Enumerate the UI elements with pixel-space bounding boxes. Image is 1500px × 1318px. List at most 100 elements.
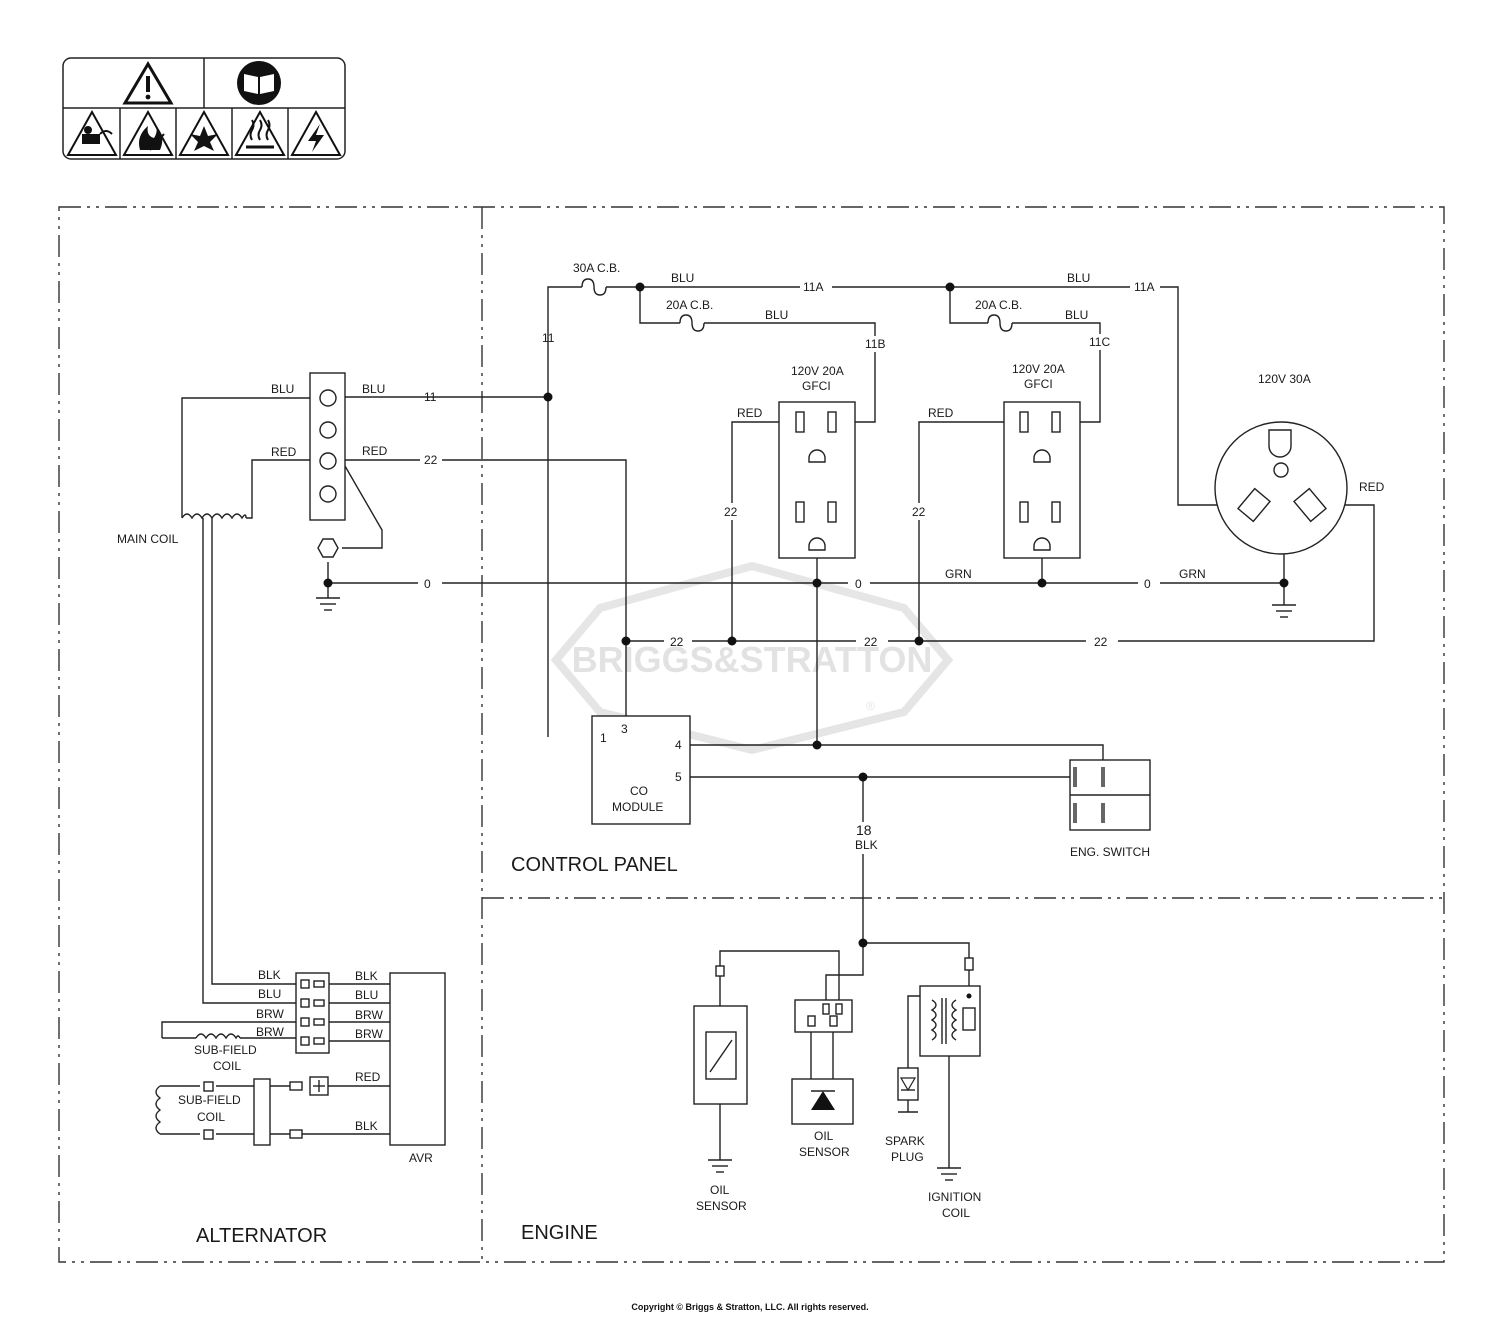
- ignition-coil-label-line1: IGNITION: [928, 1190, 981, 1204]
- wire-label-red-strip: RED: [362, 444, 388, 458]
- wire-label-red-gfci1: RED: [737, 406, 763, 420]
- co-pin-5: 5: [675, 770, 682, 784]
- copyright-footer: Copyright © Briggs & Stratton, LLC. All …: [631, 1302, 869, 1312]
- ignition-coil-label-line2: COIL: [942, 1206, 970, 1220]
- wire-label-blu-cb2: BLU: [1065, 308, 1088, 322]
- avr-connector: [295, 972, 330, 1054]
- spark-plug: [897, 995, 920, 1113]
- wire-label-blk-18: BLK: [855, 838, 878, 852]
- oil-sensor-2-label-line2: SENSOR: [799, 1145, 850, 1159]
- warning-panel: [62, 57, 346, 160]
- oil-sensor-2-label-line1: OIL: [814, 1129, 834, 1143]
- ignition-coil: [919, 957, 981, 1181]
- gfci-2-label-line2: GFCI: [1024, 377, 1053, 391]
- watermark-text: BRIGGS&STRATTON: [572, 639, 933, 680]
- cb-20a-2-label: 20A C.B.: [975, 298, 1022, 312]
- cb-30a-label: 30A C.B.: [573, 261, 620, 275]
- wire-label-22-strip: 22: [424, 453, 438, 467]
- wire-label-22-b: 22: [864, 635, 878, 649]
- avr-module: [389, 972, 446, 1146]
- wire-label-11c: 11C: [1089, 335, 1110, 349]
- wire-label-11: 11: [424, 390, 437, 404]
- wire-label-11a-1: 11A: [803, 280, 823, 294]
- wire-label-22-gfci1: 22: [724, 505, 738, 519]
- wire-label-0-mid2: 0: [1144, 577, 1151, 591]
- ground-stud-nut: [317, 538, 339, 558]
- wire-label-11a-2: 11A: [1134, 280, 1154, 294]
- gfci-1-label-line1: 120V 20A: [791, 364, 844, 378]
- junction-dots: [323, 282, 1289, 948]
- explosion-icon: [178, 109, 230, 156]
- sub-field-connector: [253, 1078, 271, 1146]
- electric-shock-icon: [290, 109, 342, 156]
- co-pin-4: 4: [675, 738, 682, 752]
- circuit-breaker-20a-1: [679, 314, 705, 332]
- avr-label: AVR: [409, 1151, 433, 1165]
- wire-label-red-avr: RED: [355, 1070, 381, 1084]
- wire-label-22-gfci2: 22: [912, 505, 926, 519]
- wire-label-red-30a: RED: [1359, 480, 1385, 494]
- gfci-outlet-2: [1003, 401, 1081, 559]
- gfci-1-label-line2: GFCI: [802, 379, 831, 393]
- oil-sensor-1-label-line2: SENSOR: [696, 1199, 747, 1213]
- ground-symbol-30a: [1272, 604, 1296, 618]
- oil-sensor-float: [693, 965, 748, 1173]
- co-module: [591, 715, 691, 825]
- wire-label-blu-cb1: BLU: [765, 308, 788, 322]
- section-frames: [58, 206, 1445, 1263]
- sub-field-coil-2-plug-bottom: [203, 1129, 214, 1140]
- wire-label-brw-b: BRW: [256, 1025, 284, 1039]
- wire-label-blu-strip: BLU: [362, 382, 385, 396]
- wire-label-red-gfci2: RED: [928, 406, 954, 420]
- eng-switch-label: ENG. SWITCH: [1070, 845, 1150, 859]
- main-coil: [181, 513, 247, 520]
- oil-sensor-1-label-line1: OIL: [710, 1183, 730, 1197]
- terminal-strip: [309, 372, 346, 521]
- main-coil-label: MAIN COIL: [117, 532, 179, 546]
- sub-field-coil-2-label-line1: SUB-FIELD: [178, 1093, 241, 1107]
- receptacle-30a-label: 120V 30A: [1258, 372, 1311, 386]
- wire-label-brw-a: BRW: [256, 1007, 284, 1021]
- sub-field-pin-top: [289, 1081, 303, 1091]
- wire-label-blu-coil: BLU: [271, 382, 294, 396]
- wire-label-blk-avr: BLK: [355, 1119, 378, 1133]
- wire-label-22-c: 22: [1094, 635, 1108, 649]
- wire-label-brw-d: BRW: [355, 1027, 383, 1041]
- spark-plug-label-line2: PLUG: [891, 1150, 924, 1164]
- wire-label-red-coil: RED: [271, 445, 297, 459]
- sub-field-pin-bottom: [289, 1129, 303, 1139]
- section-alternator-label: ALTERNATOR: [196, 1225, 327, 1247]
- sub-field-coil-1-label-line1: SUB-FIELD: [194, 1043, 257, 1057]
- wire-label-blu-top2: BLU: [1067, 271, 1090, 285]
- co-pin-3: 3: [621, 722, 628, 736]
- circuit-breaker-20a-2: [987, 314, 1013, 332]
- wire-label-blk-a: BLK: [258, 968, 281, 982]
- co-module-label-line2: MODULE: [612, 800, 663, 814]
- circuit-breaker-30a: [581, 278, 607, 296]
- gfci-2-label-line1: 120V 20A: [1012, 362, 1065, 376]
- wire-label-blu-b: BLU: [355, 988, 378, 1002]
- watermark-mark: ®: [866, 699, 875, 713]
- ground-symbol: [316, 597, 340, 611]
- receptacle-30a: [1214, 421, 1348, 555]
- sub-field-coil-2-plug-top: [203, 1081, 214, 1092]
- wire-label-blk-b: BLK: [355, 969, 378, 983]
- wire-label-blu-top1: BLU: [671, 271, 694, 285]
- wire-label-grn-2: GRN: [1179, 567, 1206, 581]
- watermark: BRIGGS&STRATTON ®: [550, 561, 954, 755]
- section-engine-label: ENGINE: [521, 1222, 598, 1244]
- engine-switch: [1069, 759, 1151, 831]
- hot-surface-icon: [234, 109, 286, 156]
- wire-label-0-mid1: 0: [855, 577, 862, 591]
- section-control-panel-label: CONTROL PANEL: [511, 854, 678, 876]
- toxic-fumes-icon: [66, 109, 118, 156]
- warning-triangle-icon: [122, 61, 174, 105]
- wire-label-0-ground: 0: [424, 577, 431, 591]
- wire-label-22-a: 22: [670, 635, 684, 649]
- read-manual-icon: [237, 61, 281, 105]
- diode-bridge-plus-icon: [309, 1076, 329, 1096]
- sub-field-coil-2: [155, 1085, 162, 1135]
- wires: [160, 286, 1375, 1135]
- gfci-outlet-1: [778, 401, 856, 559]
